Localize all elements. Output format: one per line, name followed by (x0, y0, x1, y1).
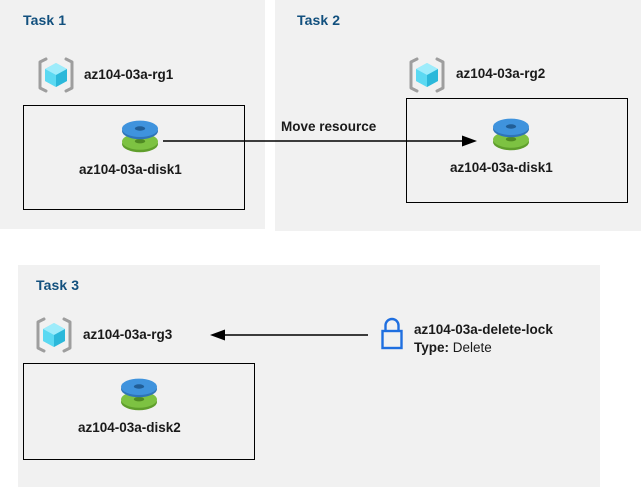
task3-resource-box (23, 363, 255, 460)
task3-resource-group-label: az104-03a-rg3 (83, 327, 173, 342)
task1-panel (0, 0, 265, 229)
task2-title: Task 2 (297, 12, 341, 28)
lock-type-row: Type: Delete (414, 340, 492, 355)
task1-resource-label: az104-03a-disk1 (79, 162, 182, 177)
managed-disk-icon (117, 373, 161, 415)
task2-resource-label: az104-03a-disk1 (450, 160, 553, 175)
managed-disk-icon (118, 115, 162, 157)
resource-group-icon (407, 55, 447, 95)
managed-disk-icon (489, 113, 533, 155)
lock-to-rg3-arrow (210, 326, 368, 344)
lock-type-label: Type: (414, 340, 450, 355)
task3-resource-label: az104-03a-disk2 (78, 420, 181, 435)
task1-title: Task 1 (23, 12, 67, 28)
lock-icon (377, 315, 407, 353)
move-resource-arrow (163, 132, 478, 150)
task1-resource-box (23, 105, 245, 210)
move-resource-label: Move resource (281, 119, 377, 134)
task1-resource-group-label: az104-03a-rg1 (84, 67, 174, 82)
task3-title: Task 3 (36, 277, 80, 293)
lock-type-value: Delete (452, 340, 492, 355)
task2-resource-group-label: az104-03a-rg2 (456, 66, 546, 81)
task3-panel (18, 265, 600, 487)
resource-group-icon (34, 315, 74, 355)
task2-panel (275, 0, 641, 231)
resource-group-icon (36, 55, 76, 95)
lock-name-label: az104-03a-delete-lock (414, 322, 553, 337)
task2-resource-box (406, 98, 628, 203)
